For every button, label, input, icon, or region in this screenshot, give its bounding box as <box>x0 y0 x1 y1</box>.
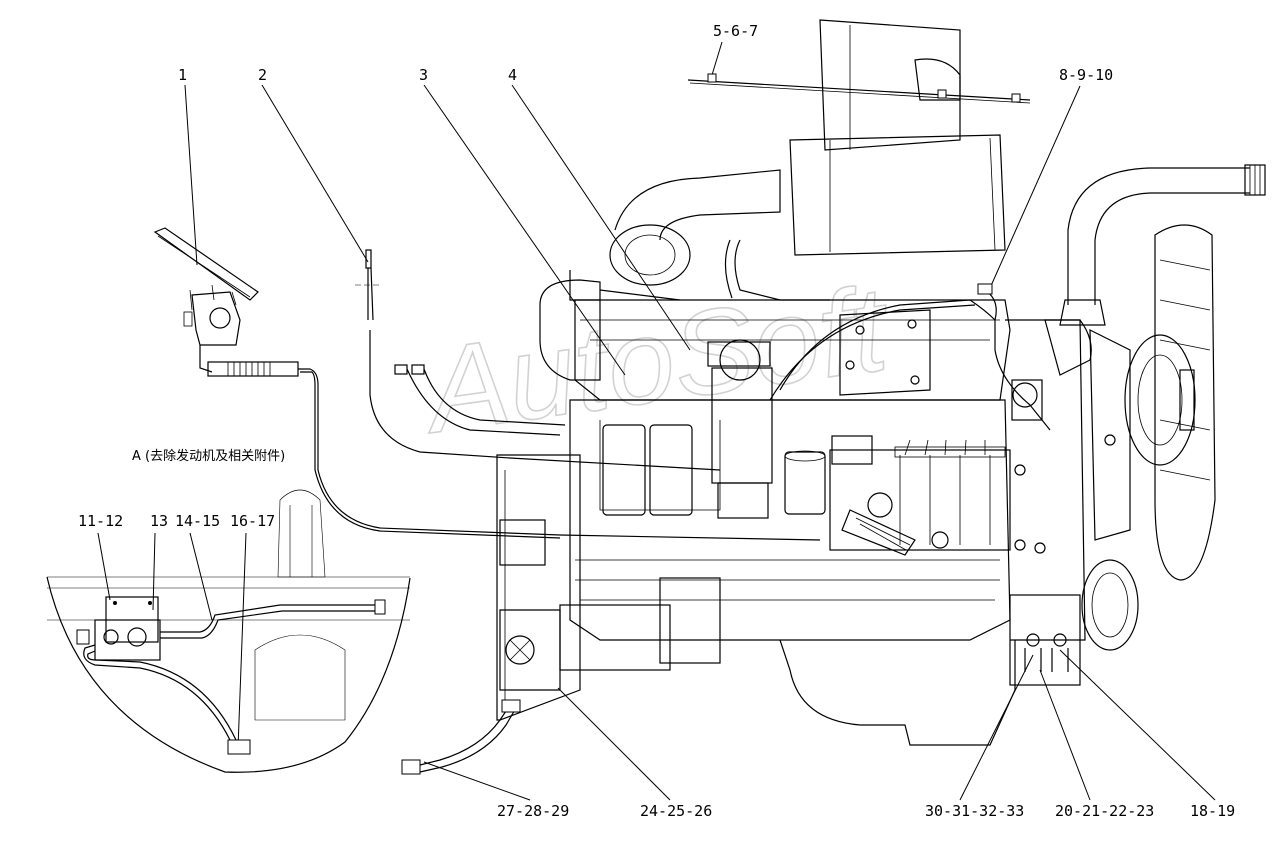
callout-4: 4 <box>508 66 517 84</box>
callout-18-19: 18-19 <box>1190 802 1235 820</box>
callout-16-17: 16-17 <box>230 512 275 530</box>
dipstick <box>355 249 721 471</box>
callout-3: 3 <box>419 66 428 84</box>
callout-14-15: 14-15 <box>175 512 220 530</box>
connector-fittings <box>394 364 566 436</box>
callout-27-28-29: 27-28-29 <box>497 802 569 820</box>
leader-lines <box>97 41 1216 801</box>
view-a-note: A (去除发动机及相关附件) <box>132 448 285 464</box>
turbocharger-intake <box>539 19 1006 381</box>
throttle-pedal <box>153 227 821 541</box>
engine-block <box>496 299 1139 746</box>
callout-5-6-7: 5-6-7 <box>713 22 758 40</box>
callout-20-21-22-23: 20-21-22-23 <box>1055 802 1154 820</box>
callout-11-12: 11-12 <box>78 512 123 530</box>
view-a-inset <box>46 489 411 773</box>
callout-13: 13 <box>150 512 168 530</box>
callout-1: 1 <box>178 66 187 84</box>
watermark: AutoSoft <box>414 261 899 459</box>
bottom-harness <box>401 699 521 775</box>
callout-24-25-26: 24-25-26 <box>640 802 712 820</box>
radiator-fan <box>1044 164 1266 581</box>
callout-30-31-32-33: 30-31-32-33 <box>925 802 1024 820</box>
top-bracket-rod <box>687 73 1031 104</box>
callout-2: 2 <box>258 66 267 84</box>
vent-tube <box>977 283 1051 431</box>
callout-8-9-10: 8-9-10 <box>1059 66 1113 84</box>
